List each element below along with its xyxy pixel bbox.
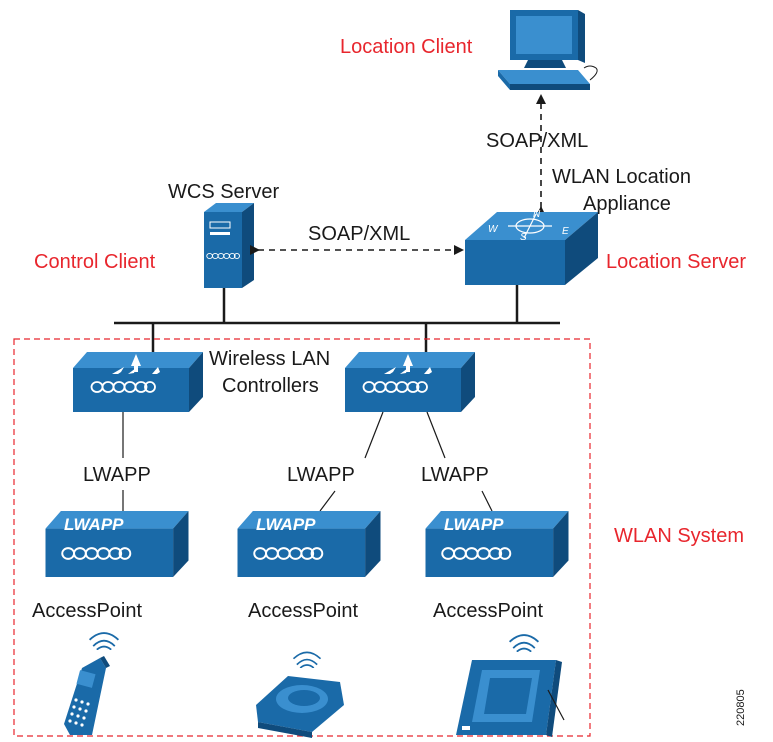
asset-tag-device-icon	[256, 651, 344, 738]
lwapp-left-label: LWAPP	[83, 464, 151, 486]
tablet-pda-icon	[456, 634, 565, 737]
wcs-server-icon	[204, 203, 254, 288]
wlan-location-appliance-label-line2: Appliance	[583, 193, 671, 215]
location-server-label: Location Server	[606, 251, 746, 273]
wlan-location-appliance-label-line1: WLAN Location	[552, 166, 691, 188]
access-point-left-label: AccessPoint	[32, 600, 142, 622]
control-client-label: Control Client	[34, 251, 156, 273]
wireless-lan-controllers-label-line1: Wireless LAN	[209, 348, 330, 370]
handheld-phone-icon	[64, 632, 120, 735]
network-backbone	[114, 285, 560, 352]
access-point-mid-label: AccessPoint	[248, 600, 358, 622]
access-point-right-label: AccessPoint	[433, 600, 543, 622]
access-point-left: LWAPP	[45, 511, 189, 577]
svg-text:LWAPP: LWAPP	[256, 515, 316, 534]
lwapp-mid-label: LWAPP	[287, 464, 355, 486]
svg-text:LWAPP: LWAPP	[64, 515, 124, 534]
access-point-middle: LWAPP	[237, 511, 381, 577]
wlan-system-label: WLAN System	[614, 525, 744, 547]
svg-text:E: E	[562, 226, 569, 237]
wireless-lan-controller-left	[73, 352, 203, 412]
svg-text:LWAPP: LWAPP	[444, 515, 504, 534]
location-server-appliance-icon: N S E W	[465, 209, 598, 285]
lwapp-links	[122, 411, 493, 512]
wcs-server-label: WCS Server	[168, 181, 279, 203]
soap-xml-top-label: SOAP/XML	[486, 130, 588, 152]
svg-text:N: N	[533, 209, 541, 220]
wireless-lan-controllers-label-line2: Controllers	[222, 375, 319, 397]
figure-id-label: 220805	[735, 689, 747, 726]
access-point-right: LWAPP	[425, 511, 569, 577]
wireless-lan-controller-right	[345, 352, 475, 412]
location-client-computer-icon	[498, 10, 598, 90]
svg-text:W: W	[488, 224, 499, 235]
location-client-label: Location Client	[340, 36, 473, 58]
svg-text:S: S	[520, 232, 527, 243]
lwapp-right-label: LWAPP	[421, 464, 489, 486]
soap-xml-middle-label: SOAP/XML	[308, 223, 410, 245]
